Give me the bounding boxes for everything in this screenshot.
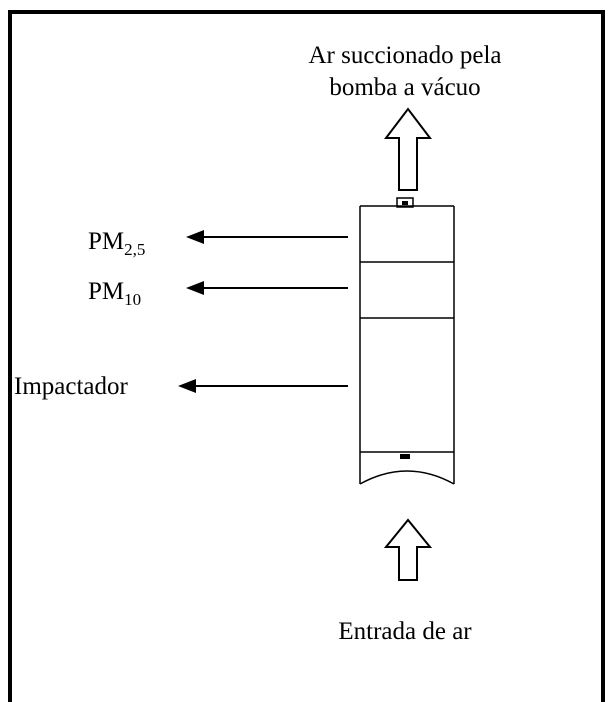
outlet-arrow — [383, 107, 433, 191]
pm25-label-main: PM — [88, 228, 125, 255]
pm25-label-sub: 2,5 — [124, 240, 146, 259]
frame — [8, 10, 605, 702]
pm10-label-main: PM — [88, 278, 125, 305]
inlet-label: Entrada de ar — [338, 618, 472, 645]
outlet-label-line2: bomba a vácuo — [329, 74, 481, 101]
inlet-curve — [359, 470, 455, 485]
pm10-label: PM10 — [88, 278, 141, 308]
pm10-label-sub: 10 — [124, 290, 142, 309]
inlet-arrow — [383, 518, 433, 581]
sampler-cap-hole — [402, 201, 408, 205]
impactor-label: Impactador — [14, 373, 128, 400]
pm25-label: PM2,5 — [88, 228, 145, 258]
outlet-label-line1: Ar succionado pela — [308, 42, 502, 69]
sampler-body — [359, 197, 455, 485]
nozzle-mark — [400, 454, 410, 459]
outlet-label: Ar succionado pela bomba a vácuo — [240, 40, 570, 104]
pm10-arrow — [186, 281, 348, 295]
pm25-arrow — [186, 230, 348, 244]
impactor-arrow — [178, 379, 348, 393]
